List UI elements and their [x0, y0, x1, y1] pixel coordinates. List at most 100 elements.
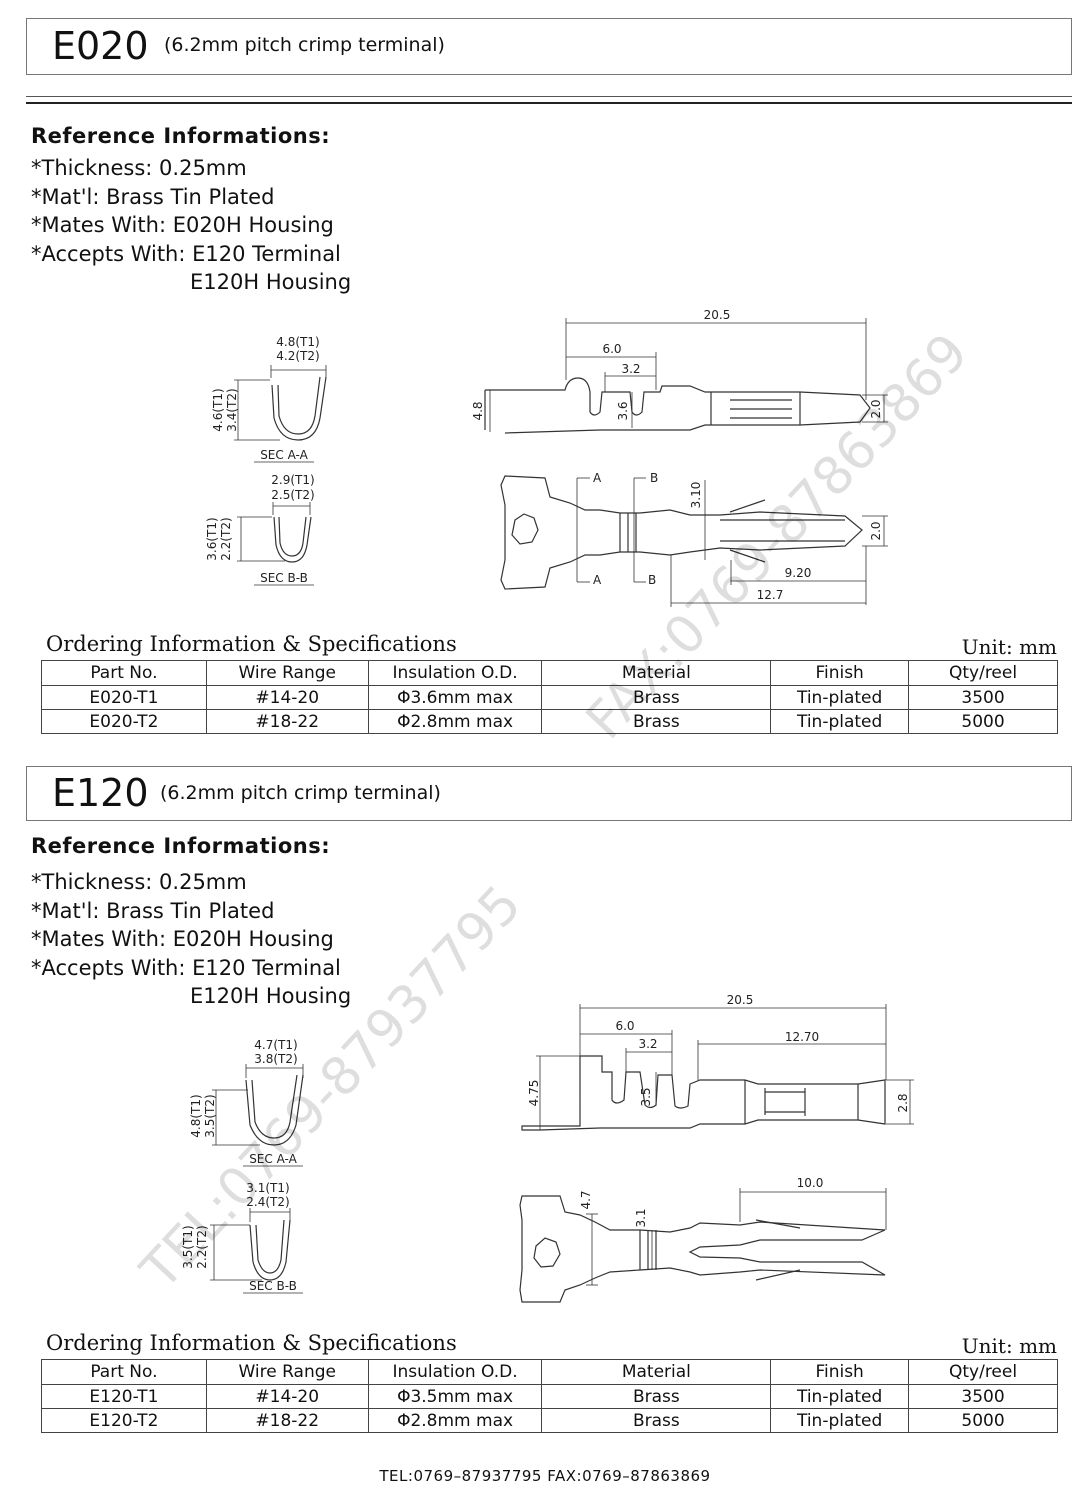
dim-d1: 6.0 [615, 1019, 634, 1033]
info-material: *Mat'l: Brass Tin Plated [31, 184, 275, 209]
sec-b-w1: 3.1(T1) [246, 1181, 289, 1195]
sec-b-h2: 2.2(T2) [195, 1225, 209, 1268]
e120-code: E120 [52, 771, 149, 815]
top-view-outline [519, 1195, 886, 1303]
col-material: Material [541, 660, 772, 686]
sec-a-label: SEC A-A [249, 1152, 297, 1166]
col-insulation: Insulation O.D. [367, 1359, 543, 1385]
sec-a-w2: 3.8(T2) [254, 1052, 297, 1066]
e120-info-list: *Thickness: 0.25mm *Mat'l: Brass Tin Pla… [31, 868, 351, 1011]
table-row: E020-T2 #18-22 Φ2.8mm max Brass Tin-plat… [41, 709, 1058, 734]
sec-a-h1: 4.8(T1) [189, 1094, 203, 1137]
sec-mark-a-top: A [593, 471, 602, 485]
cell-wire-range: #18-22 [205, 709, 369, 734]
e020-subtitle: (6.2mm pitch crimp terminal) [164, 34, 445, 56]
table-row: E020-T1 #14-20 Φ3.6mm max Brass Tin-plat… [41, 685, 1058, 710]
cell-qty: 5000 [908, 1408, 1058, 1433]
sec-b-h1: 3.5(T1) [181, 1225, 195, 1268]
cell-part-no: E120-T1 [41, 1384, 207, 1409]
e020-info-list: *Thickness: 0.25mm *Mat'l: Brass Tin Pla… [31, 154, 351, 297]
dim-top-v2: 3.1 [634, 1208, 648, 1227]
col-material: Material [541, 1359, 772, 1385]
col-finish: Finish [770, 660, 910, 686]
cell-qty: 5000 [908, 709, 1058, 734]
sec-a-w2: 4.2(T2) [276, 349, 319, 363]
cell-finish: Tin-plated [770, 1384, 910, 1409]
cell-wire-range: #14-20 [205, 685, 369, 710]
info-accepts-with: *Accepts With: E120 Terminal [31, 955, 341, 980]
e120-subtitle: (6.2mm pitch crimp terminal) [160, 782, 441, 804]
sec-b-label: SEC B-B [260, 571, 308, 585]
sec-a-profile [271, 376, 327, 441]
info-mates-with: *Mates With: E020H Housing [31, 927, 334, 952]
info-thickness: *Thickness: 0.25mm [31, 870, 247, 894]
cell-material: Brass [541, 1384, 772, 1409]
cell-finish: Tin-plated [770, 709, 910, 734]
dim-h-right: 2.0 [869, 399, 883, 418]
info-accepts-with: *Accepts With: E120 Terminal [31, 241, 341, 266]
sec-a-w1: 4.8(T1) [276, 335, 319, 349]
info-accepts-with-2: E120H Housing [190, 984, 352, 1009]
dim-h-mid: 3.6 [616, 401, 630, 420]
sec-b-profile [273, 516, 312, 563]
sec-a-h2: 3.4(T2) [225, 388, 239, 431]
sec-a-label: SEC A-A [260, 448, 308, 462]
side-view-outline [485, 377, 871, 434]
e120-title-box [26, 766, 1072, 821]
cell-wire-range: #18-22 [205, 1408, 369, 1433]
col-insulation: Insulation O.D. [367, 660, 543, 686]
sec-b-w2: 2.5(T2) [271, 488, 314, 502]
info-thickness: *Thickness: 0.25mm [31, 156, 247, 180]
info-accepts-with-2: E120H Housing [190, 270, 352, 295]
cell-finish: Tin-plated [770, 685, 910, 710]
cell-insulation: Φ3.5mm max [367, 1384, 543, 1409]
table-row: E120-T1 #14-20 Φ3.5mm max Brass Tin-plat… [41, 1384, 1058, 1409]
e020-technical-drawing: 4.8(T1) 4.2(T2) 4.6(T1) 3.4(T2) SEC A-A … [205, 308, 888, 607]
e020-ref-heading: Reference Informations: [31, 124, 331, 148]
sec-mark-b-bottom: B [648, 573, 656, 587]
sec-a-w1: 4.7(T1) [254, 1038, 297, 1052]
dim-top-v1: 4.7 [579, 1190, 593, 1209]
sec-b-h1: 3.6(T1) [205, 517, 219, 560]
sec-b-profile [249, 1219, 291, 1281]
table-header-row: Part No. Wire Range Insulation O.D. Mate… [41, 1359, 1058, 1385]
e120-ref-heading: Reference Informations: [31, 834, 331, 858]
sec-mark-a-bottom: A [593, 573, 602, 587]
dim-top-d1: 9.20 [785, 566, 812, 580]
e020-title-box [26, 18, 1072, 75]
e020-spec-table: Part No. Wire Range Insulation O.D. Mate… [41, 660, 1058, 734]
col-finish: Finish [770, 1359, 910, 1385]
sec-b-w1: 2.9(T1) [271, 473, 314, 487]
cell-part-no: E020-T2 [41, 709, 207, 734]
dim-top-v1: 3.10 [689, 482, 703, 509]
dim-h-mid: 3.5 [639, 1087, 653, 1106]
dim-d2: 3.2 [621, 362, 640, 376]
sec-mark-b-top: B [650, 471, 658, 485]
col-part-no: Part No. [41, 1359, 207, 1385]
dim-top-d2: 12.7 [757, 588, 784, 602]
e020-ordering-title: Ordering Information & Specifications [46, 632, 457, 656]
table-header-row: Part No. Wire Range Insulation O.D. Mate… [41, 660, 1058, 686]
dim-h-left: 4.75 [527, 1080, 541, 1107]
cell-material: Brass [541, 1408, 772, 1433]
cell-finish: Tin-plated [770, 1408, 910, 1433]
dim-d3: 12.70 [785, 1030, 819, 1044]
sec-b-h2: 2.2(T2) [219, 517, 233, 560]
dim-h-right: 2.8 [896, 1093, 910, 1112]
header-rule-thick [26, 102, 1072, 104]
top-view-outline [500, 475, 863, 590]
header-rule-double [26, 96, 1072, 97]
cell-material: Brass [541, 685, 772, 710]
footer-contact: TEL:0769–87937795 FAX:0769–87863869 [379, 1467, 711, 1485]
dim-h-left: 4.8 [471, 401, 485, 420]
cell-qty: 3500 [908, 1384, 1058, 1409]
sec-b-w2: 2.4(T2) [246, 1195, 289, 1209]
cell-insulation: Φ2.8mm max [367, 709, 543, 734]
table-row: E120-T2 #18-22 Φ2.8mm max Brass Tin-plat… [41, 1408, 1058, 1433]
dim-top-d1: 10.0 [797, 1176, 824, 1190]
e120-ordering-title: Ordering Information & Specifications [46, 1331, 457, 1355]
dim-d1: 6.0 [602, 342, 621, 356]
col-part-no: Part No. [41, 660, 207, 686]
col-wire-range: Wire Range [205, 660, 369, 686]
sec-b-label: SEC B-B [249, 1279, 297, 1293]
